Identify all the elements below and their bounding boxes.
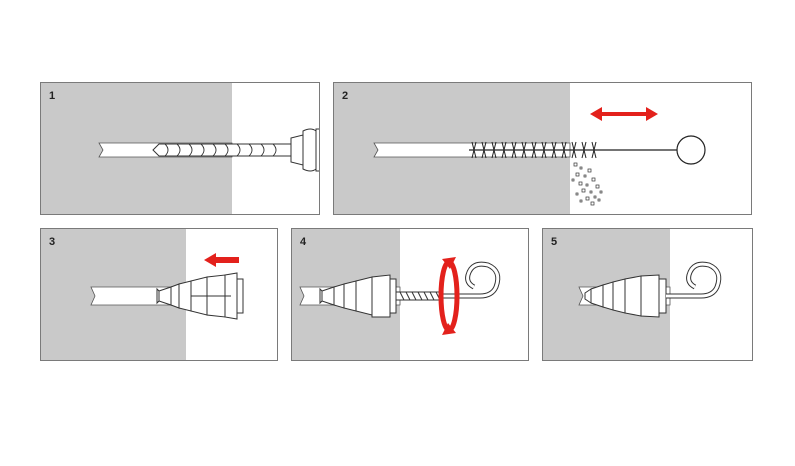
step-2-panel: 2 xyxy=(333,82,752,215)
wall-plug-icon xyxy=(156,272,244,320)
drill-bit-icon xyxy=(152,128,319,172)
step-4-illustration xyxy=(292,229,501,360)
hook-screw-icon xyxy=(395,261,501,301)
step-4-number: 4 xyxy=(300,236,307,248)
wall-plug-icon xyxy=(319,274,397,318)
wall-plug-icon xyxy=(584,274,667,318)
step-3-panel: 3 xyxy=(40,228,278,361)
step-2-number: 2 xyxy=(342,90,349,102)
cleaning-brush-icon xyxy=(469,135,706,165)
step-3-number: 3 xyxy=(49,236,56,248)
step-1-number: 1 xyxy=(49,90,56,102)
step-5-panel: 5 xyxy=(542,228,753,361)
hook-screw-icon xyxy=(666,261,722,299)
step-2-illustration xyxy=(334,83,706,214)
step-1-panel: 1 xyxy=(40,82,320,215)
step-5-number: 5 xyxy=(551,236,558,248)
step-3-illustration xyxy=(41,229,244,360)
dust-particles xyxy=(571,162,603,206)
step-1-illustration xyxy=(41,83,319,214)
double-arrow-icon xyxy=(590,107,658,121)
left-arrow-icon xyxy=(204,253,239,267)
rotation-arrow-icon xyxy=(438,257,460,335)
step-5-illustration xyxy=(543,229,722,360)
step-4-panel: 4 xyxy=(291,228,529,361)
